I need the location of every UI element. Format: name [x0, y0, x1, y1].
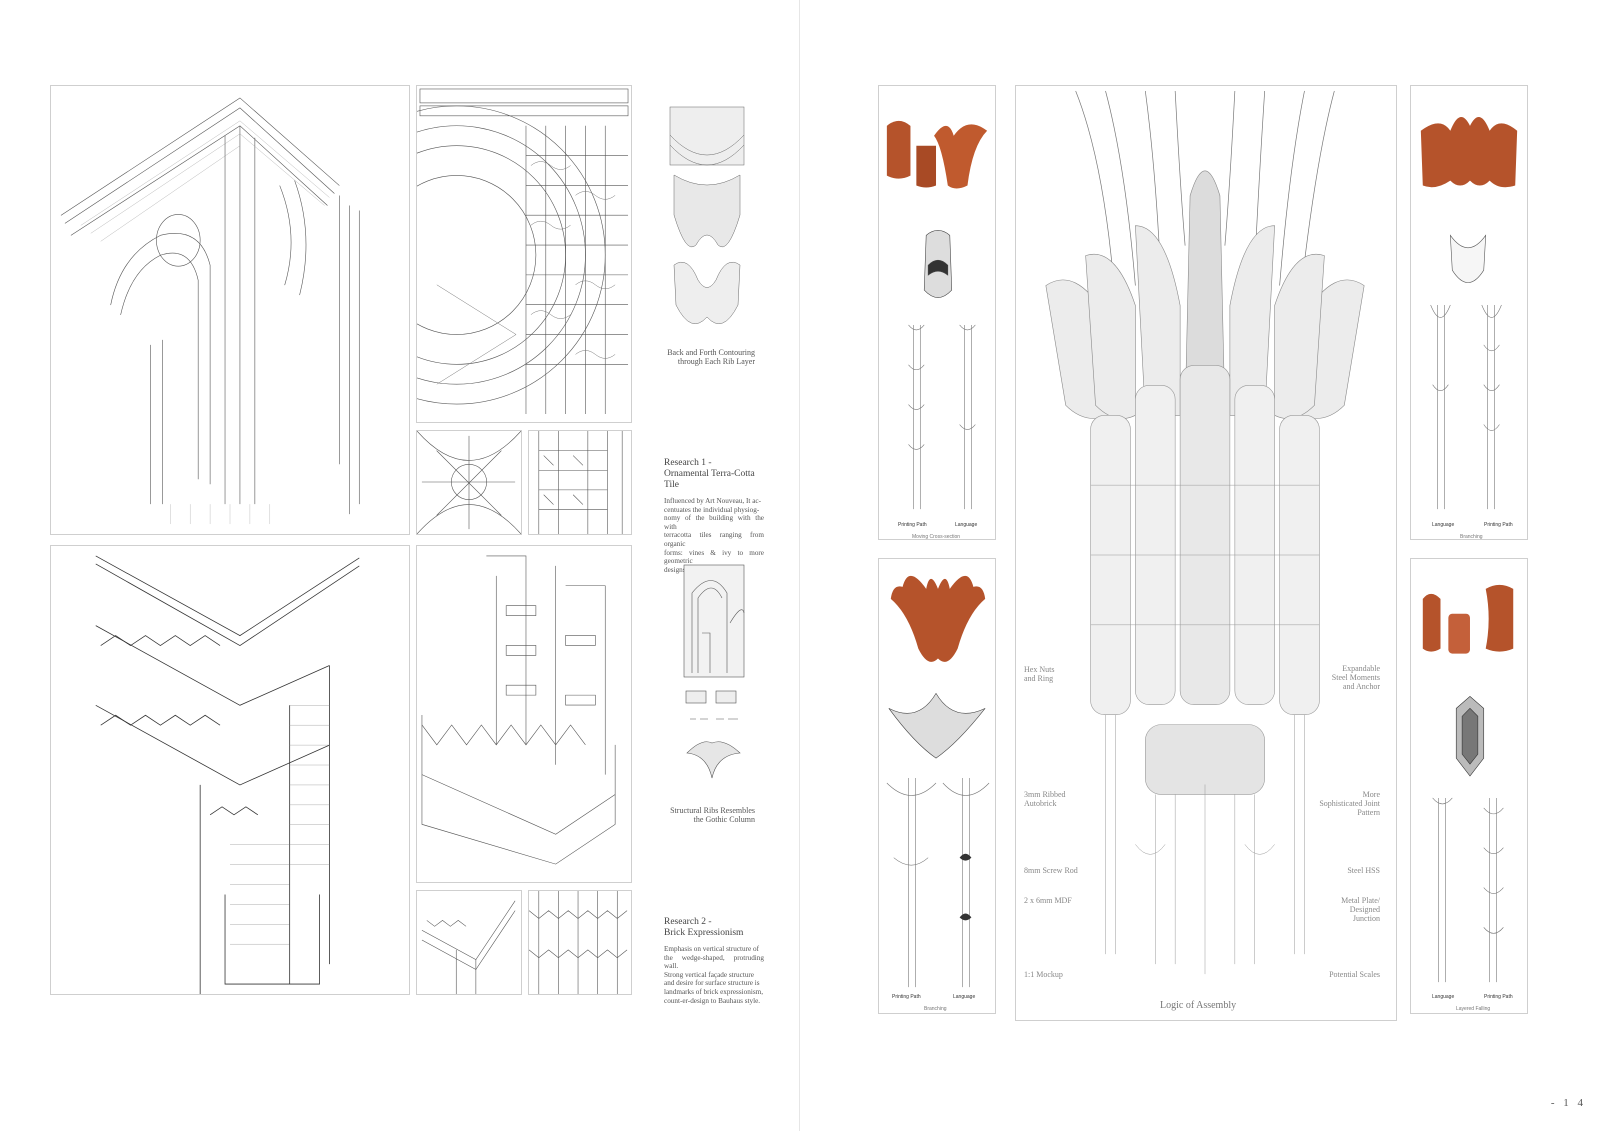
rib-contour-images [668, 105, 746, 345]
assembly-label-ribbed-autobrick: 3mm Ribbed Autobrick [1024, 790, 1066, 808]
page-spine-divider [799, 0, 800, 1131]
research1-block: Research 1 - Ornamental Terra-Cotta Tile… [664, 458, 764, 574]
research2-title-line: Research 2 - [664, 917, 712, 927]
assembly-label-line: 2 x 6mm MDF [1024, 896, 1072, 905]
panel-tl-caption: Moving Cross-section [912, 534, 961, 540]
panel-tl-right-label: Language [955, 522, 978, 528]
assembly-label-line: Expandable [1342, 664, 1380, 673]
assembly-label-line: Hex Nuts [1024, 665, 1055, 674]
logic-of-assembly-drawing [1015, 85, 1397, 1021]
research2-title: Research 2 - Brick Expressionism [664, 917, 764, 939]
research2-block: Research 2 - Brick Expressionism Emphasi… [664, 917, 764, 1005]
panel-tr-caption: Branching [1460, 534, 1483, 540]
tile-pattern-drawing [528, 430, 632, 535]
assembly-label-mockup: 1:1 Mockup [1024, 970, 1063, 979]
assembly-label-line: 1:1 Mockup [1024, 970, 1063, 979]
assembly-label-line: Sophisticated Joint [1319, 799, 1380, 808]
brick-pattern-drawing [528, 890, 632, 995]
panel-layered-falling [1410, 558, 1528, 1014]
research1-body-line: centuates the individual physiog- [664, 505, 760, 514]
rib-caption-line: Back and Forth Contouring [667, 348, 755, 357]
panel-tr-right-label: Printing Path [1484, 522, 1513, 528]
research2-body-line: landmarks of brick expressionism, [664, 987, 764, 996]
research2-body-line: count-er-design to Bauhaus style. [664, 996, 761, 1005]
panel-tl-left-label: Printing Path [898, 522, 927, 528]
assembly-label-steel-hss: Steel HSS [1300, 866, 1380, 875]
assembly-label-line: Designed [1349, 905, 1380, 914]
assembly-label-line: 8mm Screw Rod [1024, 866, 1078, 875]
page-number: - 1 4 [1550, 1097, 1586, 1109]
research1-body-line: terracotta tiles ranging from organic [664, 531, 764, 548]
assembly-label-line: Steel Moments [1331, 673, 1380, 682]
assembly-label-line: Potential Scales [1329, 970, 1380, 979]
research1-body-line: forms: vines & ivy to more geometric [664, 548, 764, 566]
assembly-label-mdf: 2 x 6mm MDF [1024, 896, 1072, 905]
gothic-caption-line: Structural Ribs Resembles [670, 806, 755, 815]
panel-branching-left [878, 558, 996, 1014]
assembly-title: Logic of Assembly [1160, 1000, 1237, 1011]
brick-detail-drawing [416, 890, 522, 995]
research2-title-line: Brick Expressionism [664, 928, 744, 938]
assembly-label-line: 3mm Ribbed [1024, 790, 1066, 799]
assembly-label-screw-rod: 8mm Screw Rod [1024, 866, 1078, 875]
tile-detail-drawing [416, 430, 522, 535]
cornice-isometric-drawing [50, 85, 410, 535]
assembly-label-hex-nuts: Hex Nuts and Ring [1024, 665, 1054, 683]
assembly-label-joint-pattern: More Sophisticated Joint Pattern [1290, 790, 1380, 817]
brick-wall-isometric-drawing [50, 545, 410, 995]
assembly-label-potential-scales: Potential Scales [1300, 970, 1380, 979]
research1-title-line: Ornamental Terra-Cotta Tile [664, 469, 755, 490]
assembly-label-line: Autobrick [1024, 799, 1057, 808]
research1-body-line: nomy of the building with the with [664, 514, 764, 531]
panel-bl-right-label: Language [953, 994, 976, 1000]
panel-br-left-label: Language [1432, 994, 1455, 1000]
research1-body: Influenced by Art Nouveau, It ac- centua… [664, 497, 764, 574]
assembly-label-line: and Anchor [1342, 682, 1380, 691]
assembly-label-line: and Ring [1024, 674, 1054, 683]
research2-body: Emphasis on vertical structure of the we… [664, 945, 764, 1005]
brick-stacking-drawing [416, 545, 632, 883]
research2-body-line: and desire for surface structure is [664, 979, 760, 988]
research1-title: Research 1 - Ornamental Terra-Cotta Tile [664, 458, 764, 491]
panel-br-right-label: Printing Path [1484, 994, 1513, 1000]
panel-branching-right [1410, 85, 1528, 540]
research2-body-line: the wedge-shaped, protruding wall. [664, 953, 764, 971]
assembly-label-line: Metal Plate/ [1341, 896, 1380, 905]
research1-body-line: designs. [664, 565, 688, 574]
assembly-label-line: Pattern [1357, 808, 1380, 817]
panel-tr-left-label: Language [1432, 522, 1455, 528]
panel-br-caption: Layered Falling [1456, 1006, 1491, 1012]
rib-caption: Back and Forth Contouring through Each R… [660, 348, 755, 366]
gothic-caption-line: the Gothic Column [693, 815, 755, 824]
panel-bl-caption: Branching [924, 1006, 947, 1012]
assembly-label-metal-plate: Metal Plate/ Designed Junction [1300, 896, 1380, 923]
rib-caption-line: through Each Rib Layer [677, 357, 755, 366]
research1-body-line: Influenced by Art Nouveau, It ac- [664, 497, 761, 505]
panel-moving-cross-section [878, 85, 996, 540]
assembly-label-line: Steel HSS [1347, 866, 1380, 875]
gothic-caption: Structural Ribs Resembles the Gothic Col… [660, 806, 755, 824]
research2-body-line: Strong vertical façade structure [664, 970, 755, 979]
assembly-label-line: More [1362, 790, 1380, 799]
research1-title-line: Research 1 - [664, 458, 712, 468]
gothic-column-images [682, 563, 746, 803]
panel-bl-left-label: Printing Path [892, 994, 921, 1000]
assembly-label-line: Junction [1352, 914, 1380, 923]
assembly-label-expandable-steel: Expandable Steel Moments and Anchor [1300, 664, 1380, 691]
research2-body-line: Emphasis on vertical structure of [664, 945, 760, 953]
ceiling-tile-drawing [416, 85, 632, 423]
